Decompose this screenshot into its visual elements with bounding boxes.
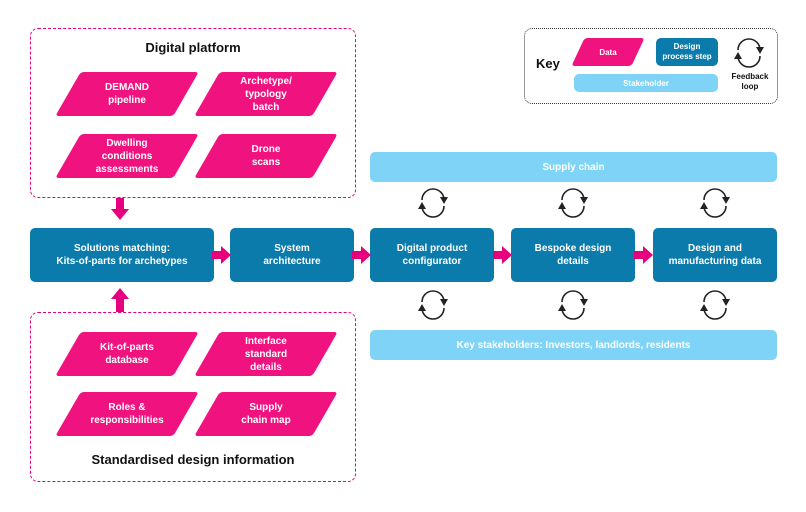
supply-chain-bar: Supply chain [370, 152, 777, 182]
data-item-supply-chain-map: Supply chain map [194, 392, 338, 436]
data-item-label: Supply chain map [241, 402, 291, 426]
feedback-loop-icon [558, 290, 588, 320]
feedback-loop-icon [558, 188, 588, 218]
arrow-right-icon [352, 246, 371, 264]
data-item-archetype-batch: Archetype/ typology batch [194, 72, 338, 116]
key-data-swatch: Data [571, 38, 645, 66]
key-title: Key [536, 56, 560, 71]
step-bespoke-design-details: Bespoke design details [511, 228, 635, 282]
data-item-label: Interface standard details [244, 335, 288, 373]
data-item-interface-standard-details: Interface standard details [194, 332, 338, 376]
key-stakeholders-bar: Key stakeholders: Investors, landlords, … [370, 330, 777, 360]
arrow-right-icon [634, 246, 653, 264]
key-legend [524, 28, 778, 104]
key-feedback-label: Feedback loop [731, 72, 769, 91]
data-item-drone-scans: Drone scans [194, 134, 338, 178]
data-item-label: Dwelling conditions assessments [95, 137, 159, 175]
step-design-manufacturing-data: Design and manufacturing data [653, 228, 777, 282]
feedback-loop-icon [700, 188, 730, 218]
digital-platform-group [30, 28, 356, 198]
arrow-right-icon [212, 246, 231, 264]
key-design-step-swatch: Design process step [656, 38, 718, 66]
digital-platform-title: Digital platform [145, 40, 241, 55]
data-item-label: Roles & responsibilities [90, 402, 164, 426]
step-system-architecture: System architecture [230, 228, 354, 282]
data-item-label: Drone scans [251, 144, 281, 168]
feedback-loop-icon [418, 290, 448, 320]
data-item-roles-responsibilities: Roles & responsibilities [55, 392, 199, 436]
arrow-up-icon [111, 288, 129, 312]
data-item-label: DEMAND pipeline [105, 82, 149, 106]
arrow-down-icon [111, 198, 129, 220]
feedback-loop-icon [418, 188, 448, 218]
feedback-loop-icon [700, 290, 730, 320]
data-item-dwelling-conditions: Dwelling conditions assessments [55, 134, 199, 178]
standardised-info-group [30, 312, 356, 482]
data-item-demand-pipeline: DEMAND pipeline [55, 72, 199, 116]
arrow-right-icon [493, 246, 512, 264]
data-item-label: Kit-of-parts database [100, 342, 154, 366]
data-item-label: Archetype/ typology batch [240, 75, 292, 113]
step-solutions-matching: Solutions matching: Kits-of-parts for ar… [30, 228, 214, 282]
key-data-label: Data [599, 47, 617, 57]
key-stakeholder-swatch: Stakeholder [574, 74, 718, 92]
data-item-kit-of-parts-database: Kit-of-parts database [55, 332, 199, 376]
step-digital-product-configurator: Digital product configurator [370, 228, 494, 282]
feedback-loop-icon [734, 38, 764, 68]
standardised-info-title: Standardised design information [91, 452, 295, 467]
